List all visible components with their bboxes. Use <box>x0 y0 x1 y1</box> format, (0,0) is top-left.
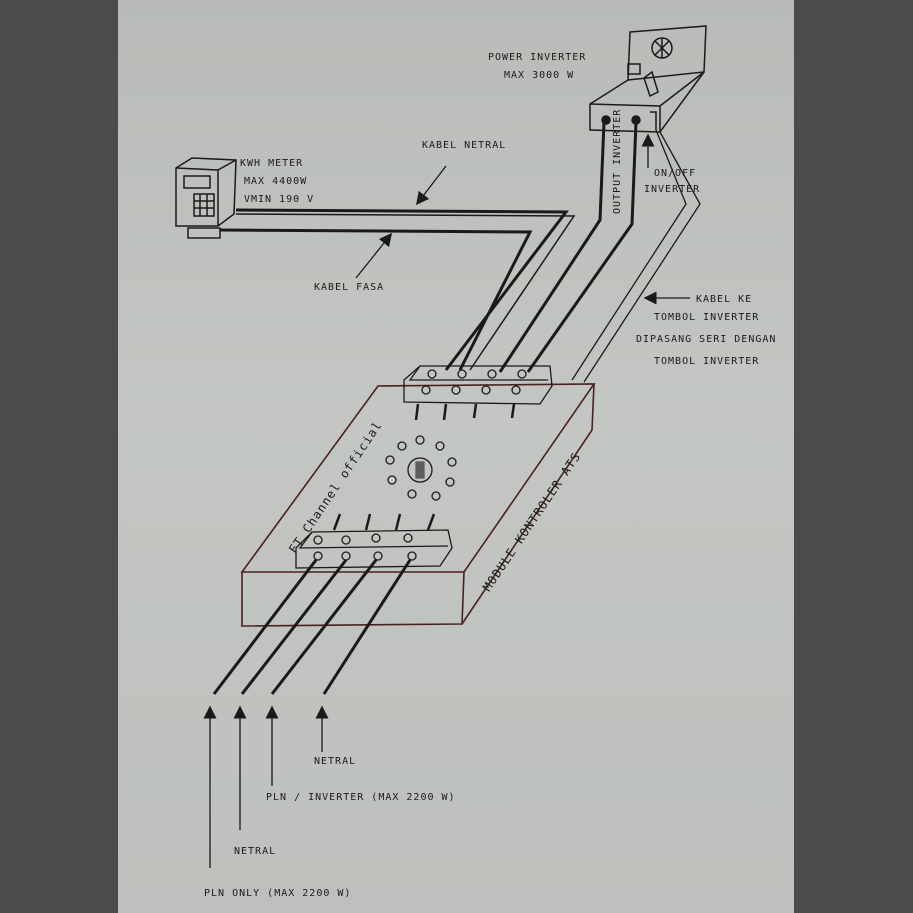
background-right <box>794 0 913 913</box>
kabel-ke-label-3: DIPASANG SERI DENGAN <box>636 334 777 345</box>
power-inverter-title: POWER INVERTER <box>488 52 587 63</box>
fan-icon <box>651 37 673 59</box>
input-cables <box>212 559 412 695</box>
arrows <box>203 133 690 868</box>
kwh-meter-box <box>175 157 237 239</box>
kwh-cables <box>219 208 576 371</box>
kabel-fasa-label: KABEL FASA <box>314 282 385 293</box>
switch-cable <box>571 129 701 383</box>
netral-input-2-label: NETRAL <box>234 846 277 857</box>
power-inverter-box <box>589 25 707 133</box>
kabel-ke-label-1: KABEL KE <box>696 294 753 305</box>
netral-input-1-label: NETRAL <box>314 756 357 767</box>
power-inverter-capacity: MAX 3000 W <box>504 70 575 81</box>
on-off-label-1: ON/OFF <box>654 168 697 179</box>
background-left <box>0 0 118 913</box>
kwh-meter-max: MAX 4400W <box>244 176 308 187</box>
kabel-ke-label-4: TOMBOL INVERTER <box>654 356 760 367</box>
kwh-meter-vmin: VMIN 190 V <box>244 194 315 205</box>
inverter-cables <box>498 121 638 373</box>
kabel-netral-label: KABEL NETRAL <box>422 140 507 151</box>
paper-sheet <box>118 0 794 913</box>
pln-only-label: PLN ONLY (MAX 2200 W) <box>204 888 352 899</box>
bottom-terminal-block <box>295 513 453 569</box>
kwh-meter-title: KWH METER <box>240 158 304 169</box>
top-terminal-block <box>403 365 553 421</box>
on-off-label-2: INVERTER <box>644 184 701 195</box>
module-box <box>240 383 596 627</box>
output-inverter-label: OUTPUT INVERTER <box>612 108 623 214</box>
keypad-icon <box>193 193 215 217</box>
relay-socket <box>385 435 457 501</box>
pln-inverter-label: PLN / INVERTER (MAX 2200 W) <box>266 792 456 803</box>
kabel-ke-label-2: TOMBOL INVERTER <box>654 312 760 323</box>
